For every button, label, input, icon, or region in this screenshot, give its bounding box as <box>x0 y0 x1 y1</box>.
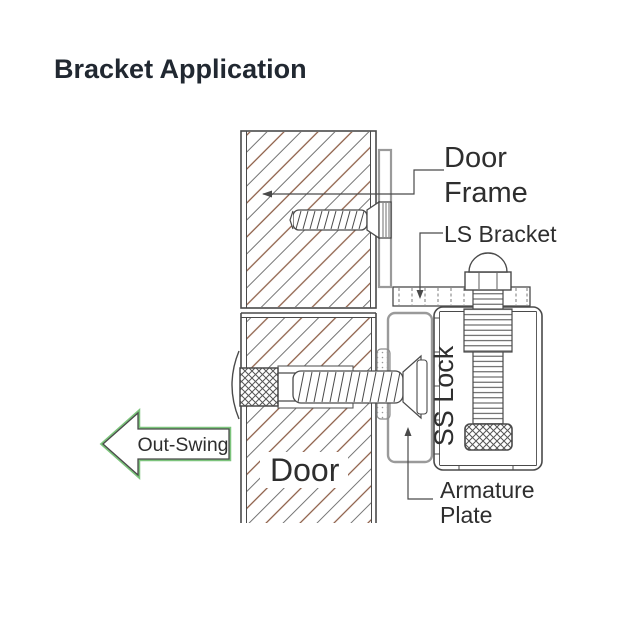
dome-nut <box>468 252 508 273</box>
armature-plate-leader <box>407 432 433 500</box>
door-section <box>240 312 377 523</box>
bolt-head-arc <box>231 350 240 420</box>
ss-lock-body: SS Lock <box>429 306 543 471</box>
door-label: Door <box>270 452 340 488</box>
wood-screw <box>289 200 392 240</box>
armature-plate-arrowhead <box>404 427 412 436</box>
hex-nut <box>464 271 512 291</box>
ls-bracket-label: LS Bracket <box>444 221 557 247</box>
countersunk-head <box>402 354 428 420</box>
out-swing-label: Out-Swing <box>137 434 228 456</box>
armature-plate-label-line2: Plate <box>440 502 492 528</box>
ls-bracket-leader <box>419 232 443 294</box>
ls-bracket-arrowhead <box>416 290 424 299</box>
page-title: Bracket Application <box>54 54 307 84</box>
thumb-bolt <box>231 348 428 420</box>
door-frame-arrowhead <box>262 190 272 198</box>
ss-lock-label: SS Lock <box>429 345 459 446</box>
labels: Door Frame LS Bracket Door Armature Plat… <box>260 142 557 528</box>
armature-plate-label-line1: Armature <box>440 477 535 503</box>
leader-lines <box>262 169 444 500</box>
door-frame-label-line1: Door <box>444 142 507 174</box>
door-frame-leader <box>263 169 444 195</box>
lock-adjustment-rod <box>463 252 513 451</box>
door-frame-label-line2: Frame <box>444 177 528 209</box>
out-swing-arrow: Out-Swing <box>99 408 232 480</box>
